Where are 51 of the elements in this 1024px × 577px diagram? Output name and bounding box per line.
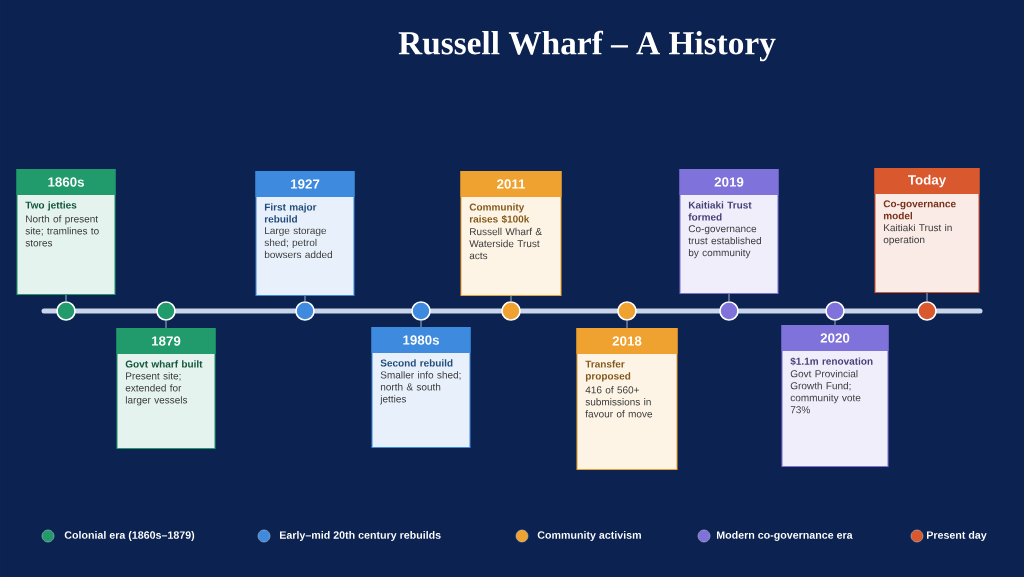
event-title: Transfer proposed — [585, 360, 631, 382]
event-title: Co-governance model — [883, 200, 956, 220]
year-header: 2020 — [781, 325, 889, 352]
event-title: First major rebuild — [264, 203, 317, 223]
timeline-dot — [719, 301, 739, 321]
connector-line — [728, 293, 730, 302]
event-description: 416 of 560+ submissions in favour of move — [585, 386, 653, 418]
timeline-dot — [917, 301, 937, 321]
year-header: 1879 — [116, 328, 216, 355]
legend-label: Community activism — [537, 531, 641, 541]
event-description: Kaitiaki Trust in operation — [883, 223, 952, 246]
event-description: Co-governance trust established by community — [688, 225, 761, 259]
event-title: Kaitiaki Trust formed — [688, 201, 752, 221]
event-title: Govt wharf built — [125, 360, 203, 368]
connector-line — [510, 295, 512, 302]
legend-label: Colonial era (1860s–1879) — [64, 531, 195, 541]
connector-line — [926, 292, 928, 302]
legend-label: Modern co-governance era — [717, 531, 853, 541]
timeline-dot — [156, 301, 176, 321]
year-header: 2019 — [679, 169, 779, 196]
connector-line — [626, 320, 628, 329]
year-header: 2011 — [460, 171, 562, 198]
timeline-dot — [411, 301, 431, 321]
year-header: 1980s — [371, 327, 471, 354]
event-description: Smaller info shed; north & south jetties — [380, 371, 461, 405]
timeline-dot — [295, 301, 315, 321]
year-header: 1927 — [255, 171, 355, 198]
event-description: Govt Provincial Growth Fund; community vote 73% — [790, 369, 861, 414]
legend-label: Present day — [927, 531, 987, 541]
timeline-dot — [617, 301, 637, 321]
event-description: North of present site; tramlines to stores — [25, 215, 99, 247]
event-description: Present site; extended for larger vessels — [125, 372, 188, 406]
event-description: Russell Wharf & Waterside Trust acts — [469, 227, 542, 260]
connector-line — [65, 294, 67, 302]
year-header: 2018 — [576, 328, 678, 355]
event-title: Two jetties — [25, 201, 77, 211]
legend-label: Early–mid 20th century rebuilds — [280, 531, 441, 541]
event-title: Community raises $100k — [469, 203, 530, 224]
timeline-dot — [501, 301, 521, 321]
year-header: Today — [874, 168, 980, 195]
timeline-dot — [825, 301, 845, 321]
event-title: Second rebuild — [380, 359, 453, 367]
event-title: $1.1m renovation — [790, 357, 873, 366]
year-header: 1860s — [16, 169, 116, 196]
connector-line — [420, 320, 422, 328]
title: Russell Wharf – A History — [398, 30, 776, 62]
event-description: Large storage shed; petrol bowsers added — [264, 227, 332, 259]
timeline-dot — [56, 301, 76, 321]
connector-line — [304, 295, 306, 302]
connector-line — [834, 320, 836, 326]
connector-line — [165, 320, 167, 329]
